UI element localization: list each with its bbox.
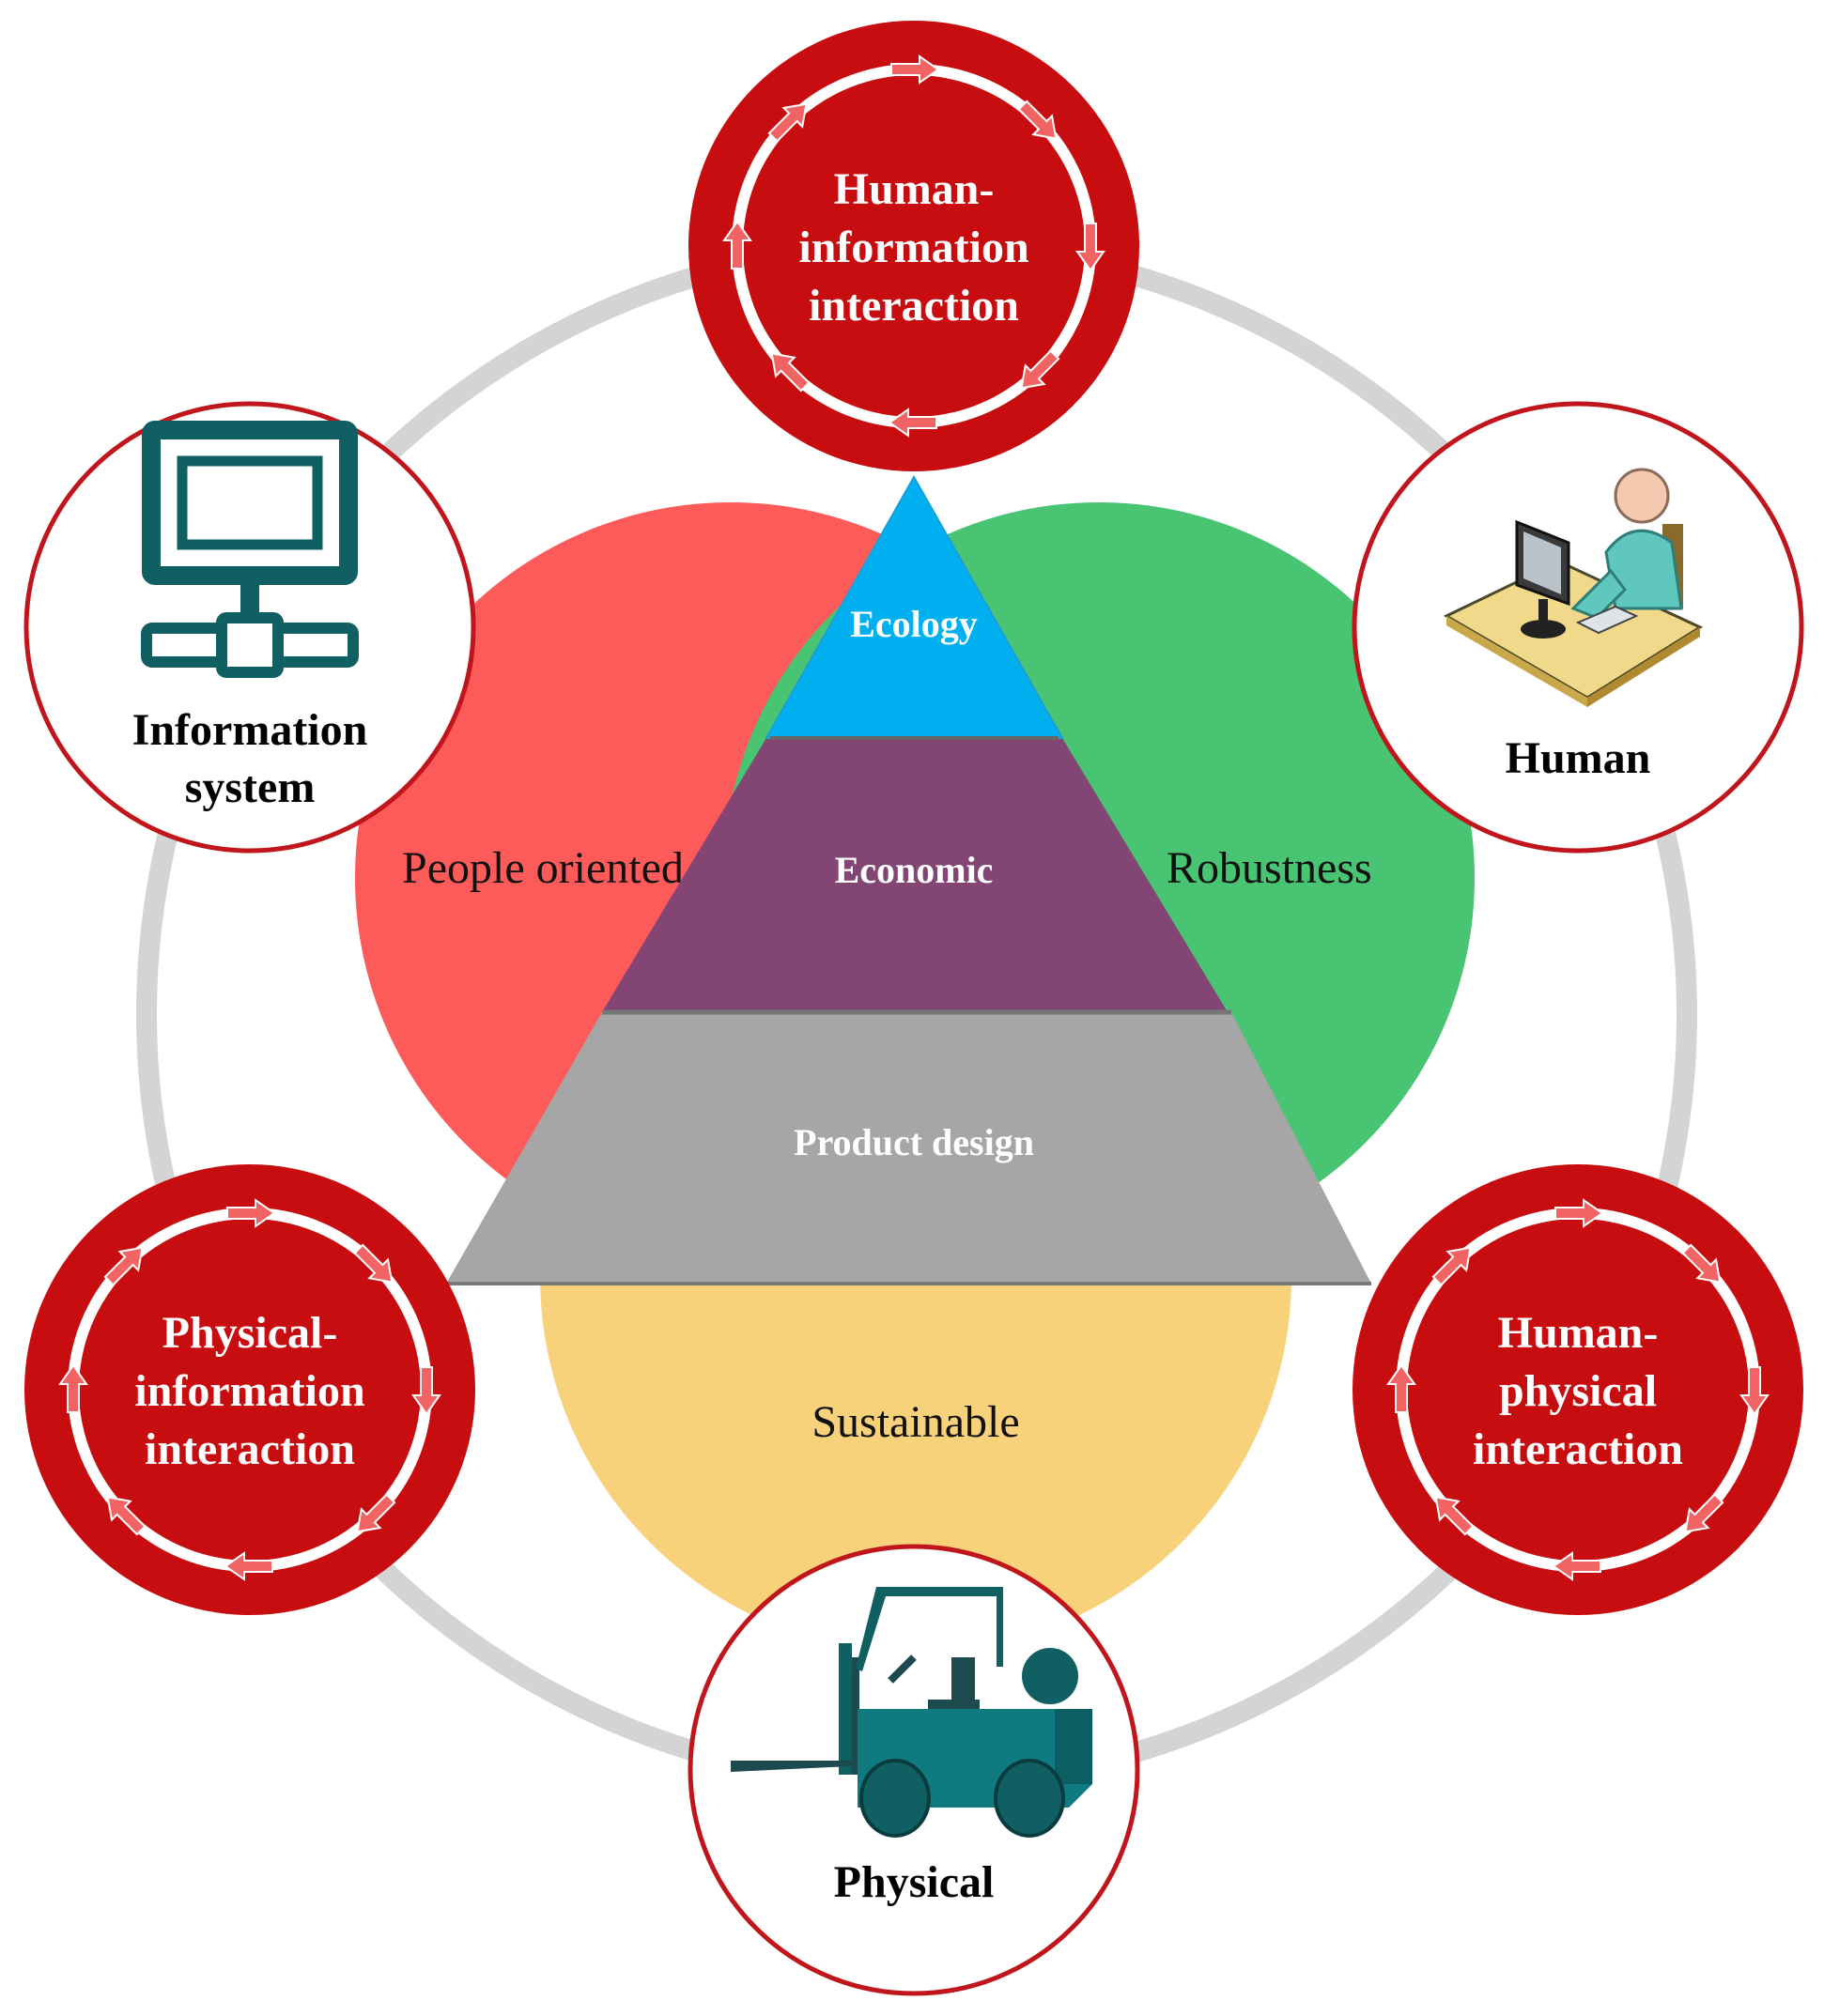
cycle-arrow-icon [1017,100,1058,140]
venn-label-people-oriented: People oriented [402,843,684,893]
cycle-arrow-icon [1431,1246,1472,1286]
interaction-label-line-1: Human- [834,164,995,214]
cycle-arrow-icon [411,1366,441,1416]
cycle-arrow-icon [1386,1363,1416,1413]
interaction-node-outer [1353,1164,1803,1615]
cycle-arrow-icon [106,1496,147,1536]
cycle-arrows [722,54,1105,438]
interaction-label-line-2: information [798,223,1028,272]
cycle-arrow-icon [767,102,808,143]
cycle-arrow-icon [103,1246,144,1286]
interaction-label-line-2: information [134,1366,364,1416]
entity-label-line-1: Information [132,705,368,755]
cycle-arrow-icon [1075,223,1105,272]
interaction-node-outer [688,21,1139,471]
interaction-label-line-3: interaction [145,1424,355,1474]
interaction-label-line-1: Physical- [162,1308,338,1358]
cycle-arrows [58,1198,441,1581]
cycle-arrow-icon [1020,349,1060,390]
cycle-arrow-icon [888,408,937,438]
venn-label-robustness: Robustness [1167,843,1372,893]
cycle-arrow-icon [1739,1366,1770,1416]
pyramid-label-product-design: Product design [794,1121,1034,1163]
venn-label-sustainable: Sustainable [812,1397,1019,1447]
cycle-arrow-icon [224,1551,273,1581]
cycle-arrow-icon [58,1363,88,1413]
cycle-arrow-icon [770,352,811,392]
interaction-label-line-1: Human- [1498,1308,1659,1358]
cycle-arrow-icon [353,1243,394,1284]
cycle-arrow-icon [890,54,940,85]
entity-label-human: Human [1506,733,1651,783]
cycle-arrow-icon [226,1198,276,1228]
cycle-arrow-icon [1681,1243,1722,1284]
computer-network-icon [141,421,359,678]
cycle-arrow-icon [1434,1496,1475,1536]
interaction-label-line-3: interaction [1473,1424,1683,1474]
interaction-node-human-information: Human- information interaction [688,21,1139,471]
interaction-node-outer [24,1164,475,1615]
cycle-arrow-icon [356,1493,396,1533]
entity-node-physical: Physical [688,1544,1140,1996]
cycle-arrow-icon [722,220,752,269]
cycle-arrow-icon [1552,1551,1601,1581]
forklift-icon [731,1587,1092,1838]
interaction-label-line-3: interaction [809,281,1019,331]
pyramid-label-ecology: Ecology [850,603,978,645]
interaction-node-human-physical: Human- physical interaction [1353,1164,1803,1615]
pyramid-tier-economic [602,738,1228,1012]
cycle-arrows [1386,1198,1770,1581]
entity-label-physical: Physical [834,1857,995,1907]
interaction-node-physical-information: Physical- information interaction [24,1164,475,1615]
cycle-arrow-icon [1554,1198,1604,1228]
interaction-label-line-2: physical [1499,1366,1657,1416]
person-at-computer-icon [1443,468,1704,707]
entity-node-human: Human [1352,401,1804,854]
cycle-arrow-icon [1684,1493,1724,1533]
entity-label-line-2: system [185,762,316,812]
entity-node-information-system: Information system [23,401,476,854]
pyramid-label-economic: Economic [835,849,994,891]
pyramid-tier-product-design [446,1012,1371,1284]
